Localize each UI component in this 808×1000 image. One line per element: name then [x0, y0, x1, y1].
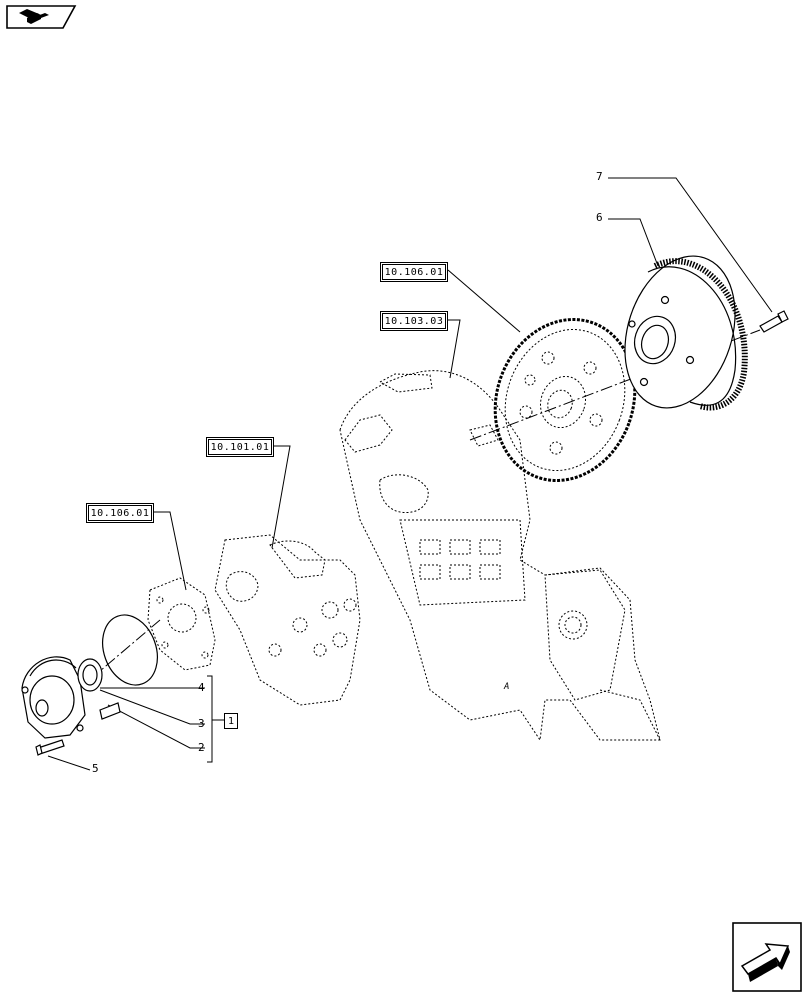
leader-6	[608, 218, 659, 267]
reference-box[interactable]: 10.103.03	[380, 311, 448, 331]
callout-number: 2	[198, 741, 205, 754]
leader-ref-103	[448, 319, 461, 379]
leader-2	[107, 704, 205, 749]
next-page-arrow-icon[interactable]	[732, 922, 802, 992]
leader-ref-top	[447, 269, 521, 333]
callout-number: 4	[198, 681, 205, 694]
reference-box[interactable]: 10.106.01	[86, 503, 154, 523]
folder-arrow-icon[interactable]	[5, 4, 77, 30]
callout-number: 5	[92, 762, 99, 775]
leader-ref-101	[271, 445, 291, 549]
leader-7	[608, 177, 773, 313]
stamp-letter: A	[504, 682, 510, 692]
kit-reference-box[interactable]: 1	[224, 713, 238, 729]
reference-box[interactable]: 10.106.01	[380, 262, 448, 282]
callout-number: 7	[596, 170, 603, 183]
reference-box[interactable]: 10.101.01	[206, 437, 274, 457]
leader-ref-left	[154, 511, 187, 591]
leader-5	[47, 755, 91, 771]
callout-number: 6	[596, 211, 603, 224]
callout-number: 3	[198, 717, 205, 730]
